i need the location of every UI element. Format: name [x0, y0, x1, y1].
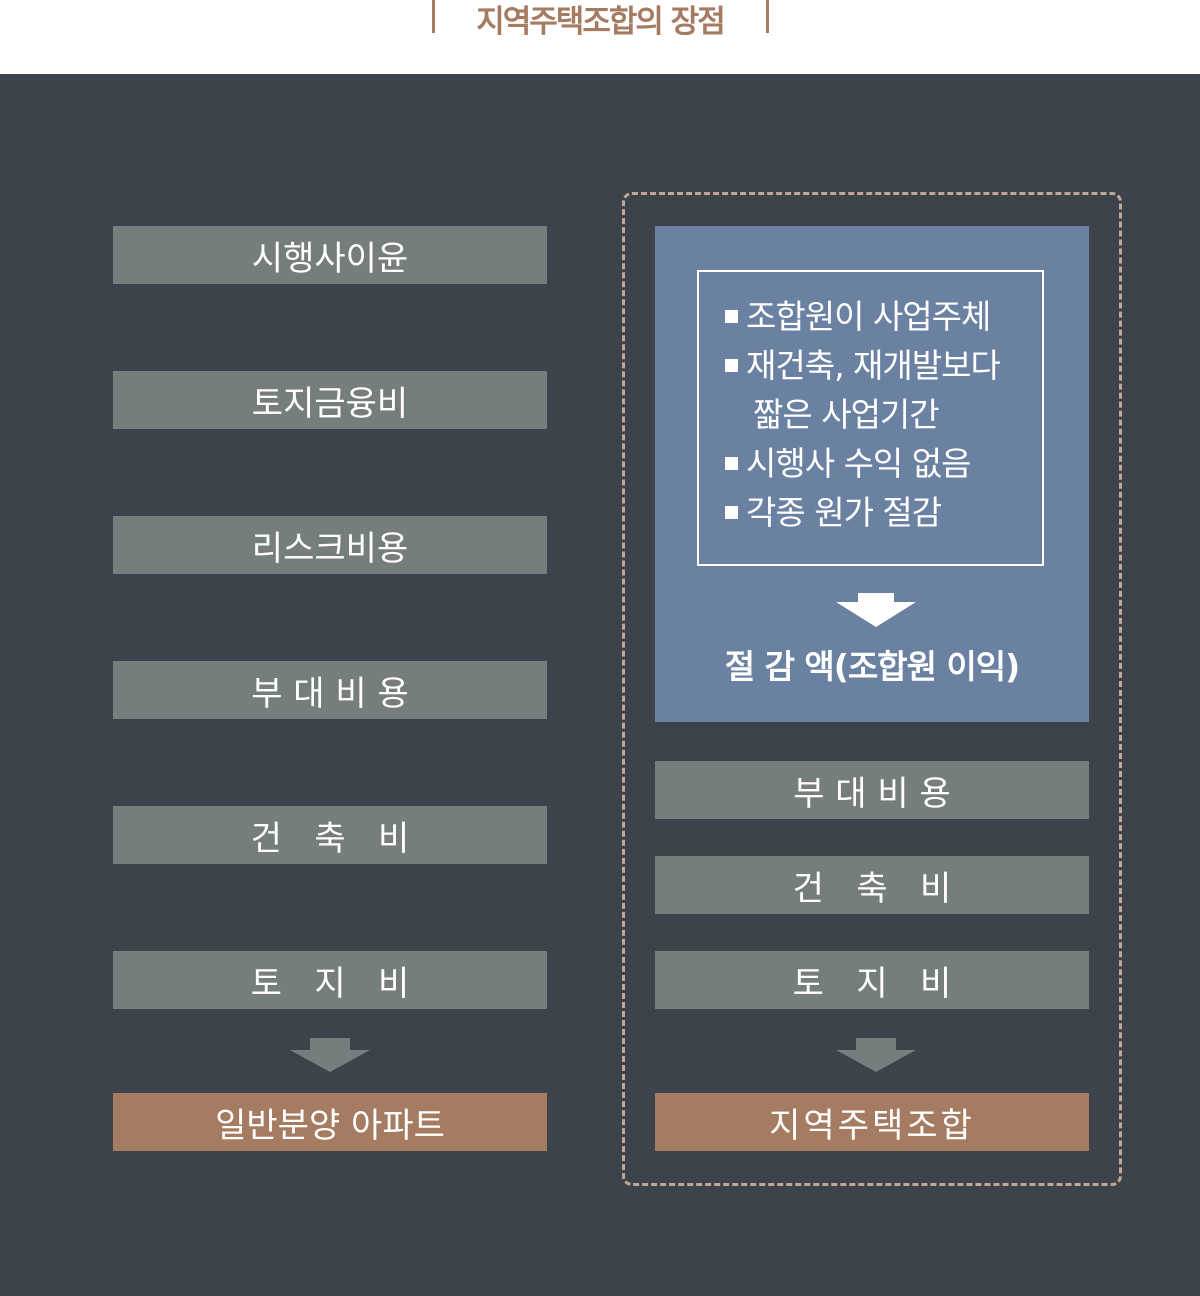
benefit-item: 조합원이 사업주체	[725, 292, 1042, 341]
left-item-land-cost: 토 지 비	[113, 951, 547, 1009]
savings-box: 조합원이 사업주체 재건축, 재개발보다 짧은 사업기간 시행사 수익 없음 각…	[655, 226, 1089, 722]
down-arrow-icon	[836, 593, 916, 627]
right-item-incidental-cost: 부 대 비 용	[655, 761, 1089, 819]
right-item-construction-cost: 건 축 비	[655, 856, 1089, 914]
left-item-construction-cost: 건 축 비	[113, 806, 547, 864]
right-item-land-cost: 토 지 비	[655, 951, 1089, 1009]
savings-label: 절 감 액(조합원 이익)	[724, 647, 1021, 686]
benefit-item: 각종 원가 절감	[725, 488, 1042, 537]
bullet-square-icon	[725, 310, 738, 323]
left-item-land-finance: 토지금융비	[113, 371, 547, 429]
right-result-housing-union: 지역주택조합	[655, 1093, 1089, 1151]
housing-union-group	[622, 192, 1122, 1186]
bullet-square-icon	[725, 506, 738, 519]
bullet-square-icon	[725, 359, 738, 372]
left-item-developer-profit: 시행사이윤	[113, 226, 547, 284]
left-item-risk-cost: 리스크비용	[113, 516, 547, 574]
benefit-item-continuation: 짧은 사업기간	[753, 395, 940, 434]
down-arrow-icon	[836, 1038, 916, 1072]
page-title: 지역주택조합의 장점	[476, 4, 725, 40]
benefits-list: 조합원이 사업주체 재건축, 재개발보다 짧은 사업기간 시행사 수익 없음 각…	[697, 270, 1044, 566]
left-result-general-apartment: 일반분양 아파트	[113, 1093, 547, 1151]
down-arrow-icon	[290, 1038, 370, 1072]
title-divider-right	[766, 0, 769, 33]
benefit-item: 시행사 수익 없음	[725, 439, 1042, 488]
benefit-item: 재건축, 재개발보다	[725, 341, 1042, 390]
left-item-incidental-cost: 부 대 비 용	[113, 661, 547, 719]
bullet-square-icon	[725, 457, 738, 470]
title-divider-left	[432, 0, 435, 33]
title-area: 지역주택조합의 장점	[0, 0, 1200, 74]
